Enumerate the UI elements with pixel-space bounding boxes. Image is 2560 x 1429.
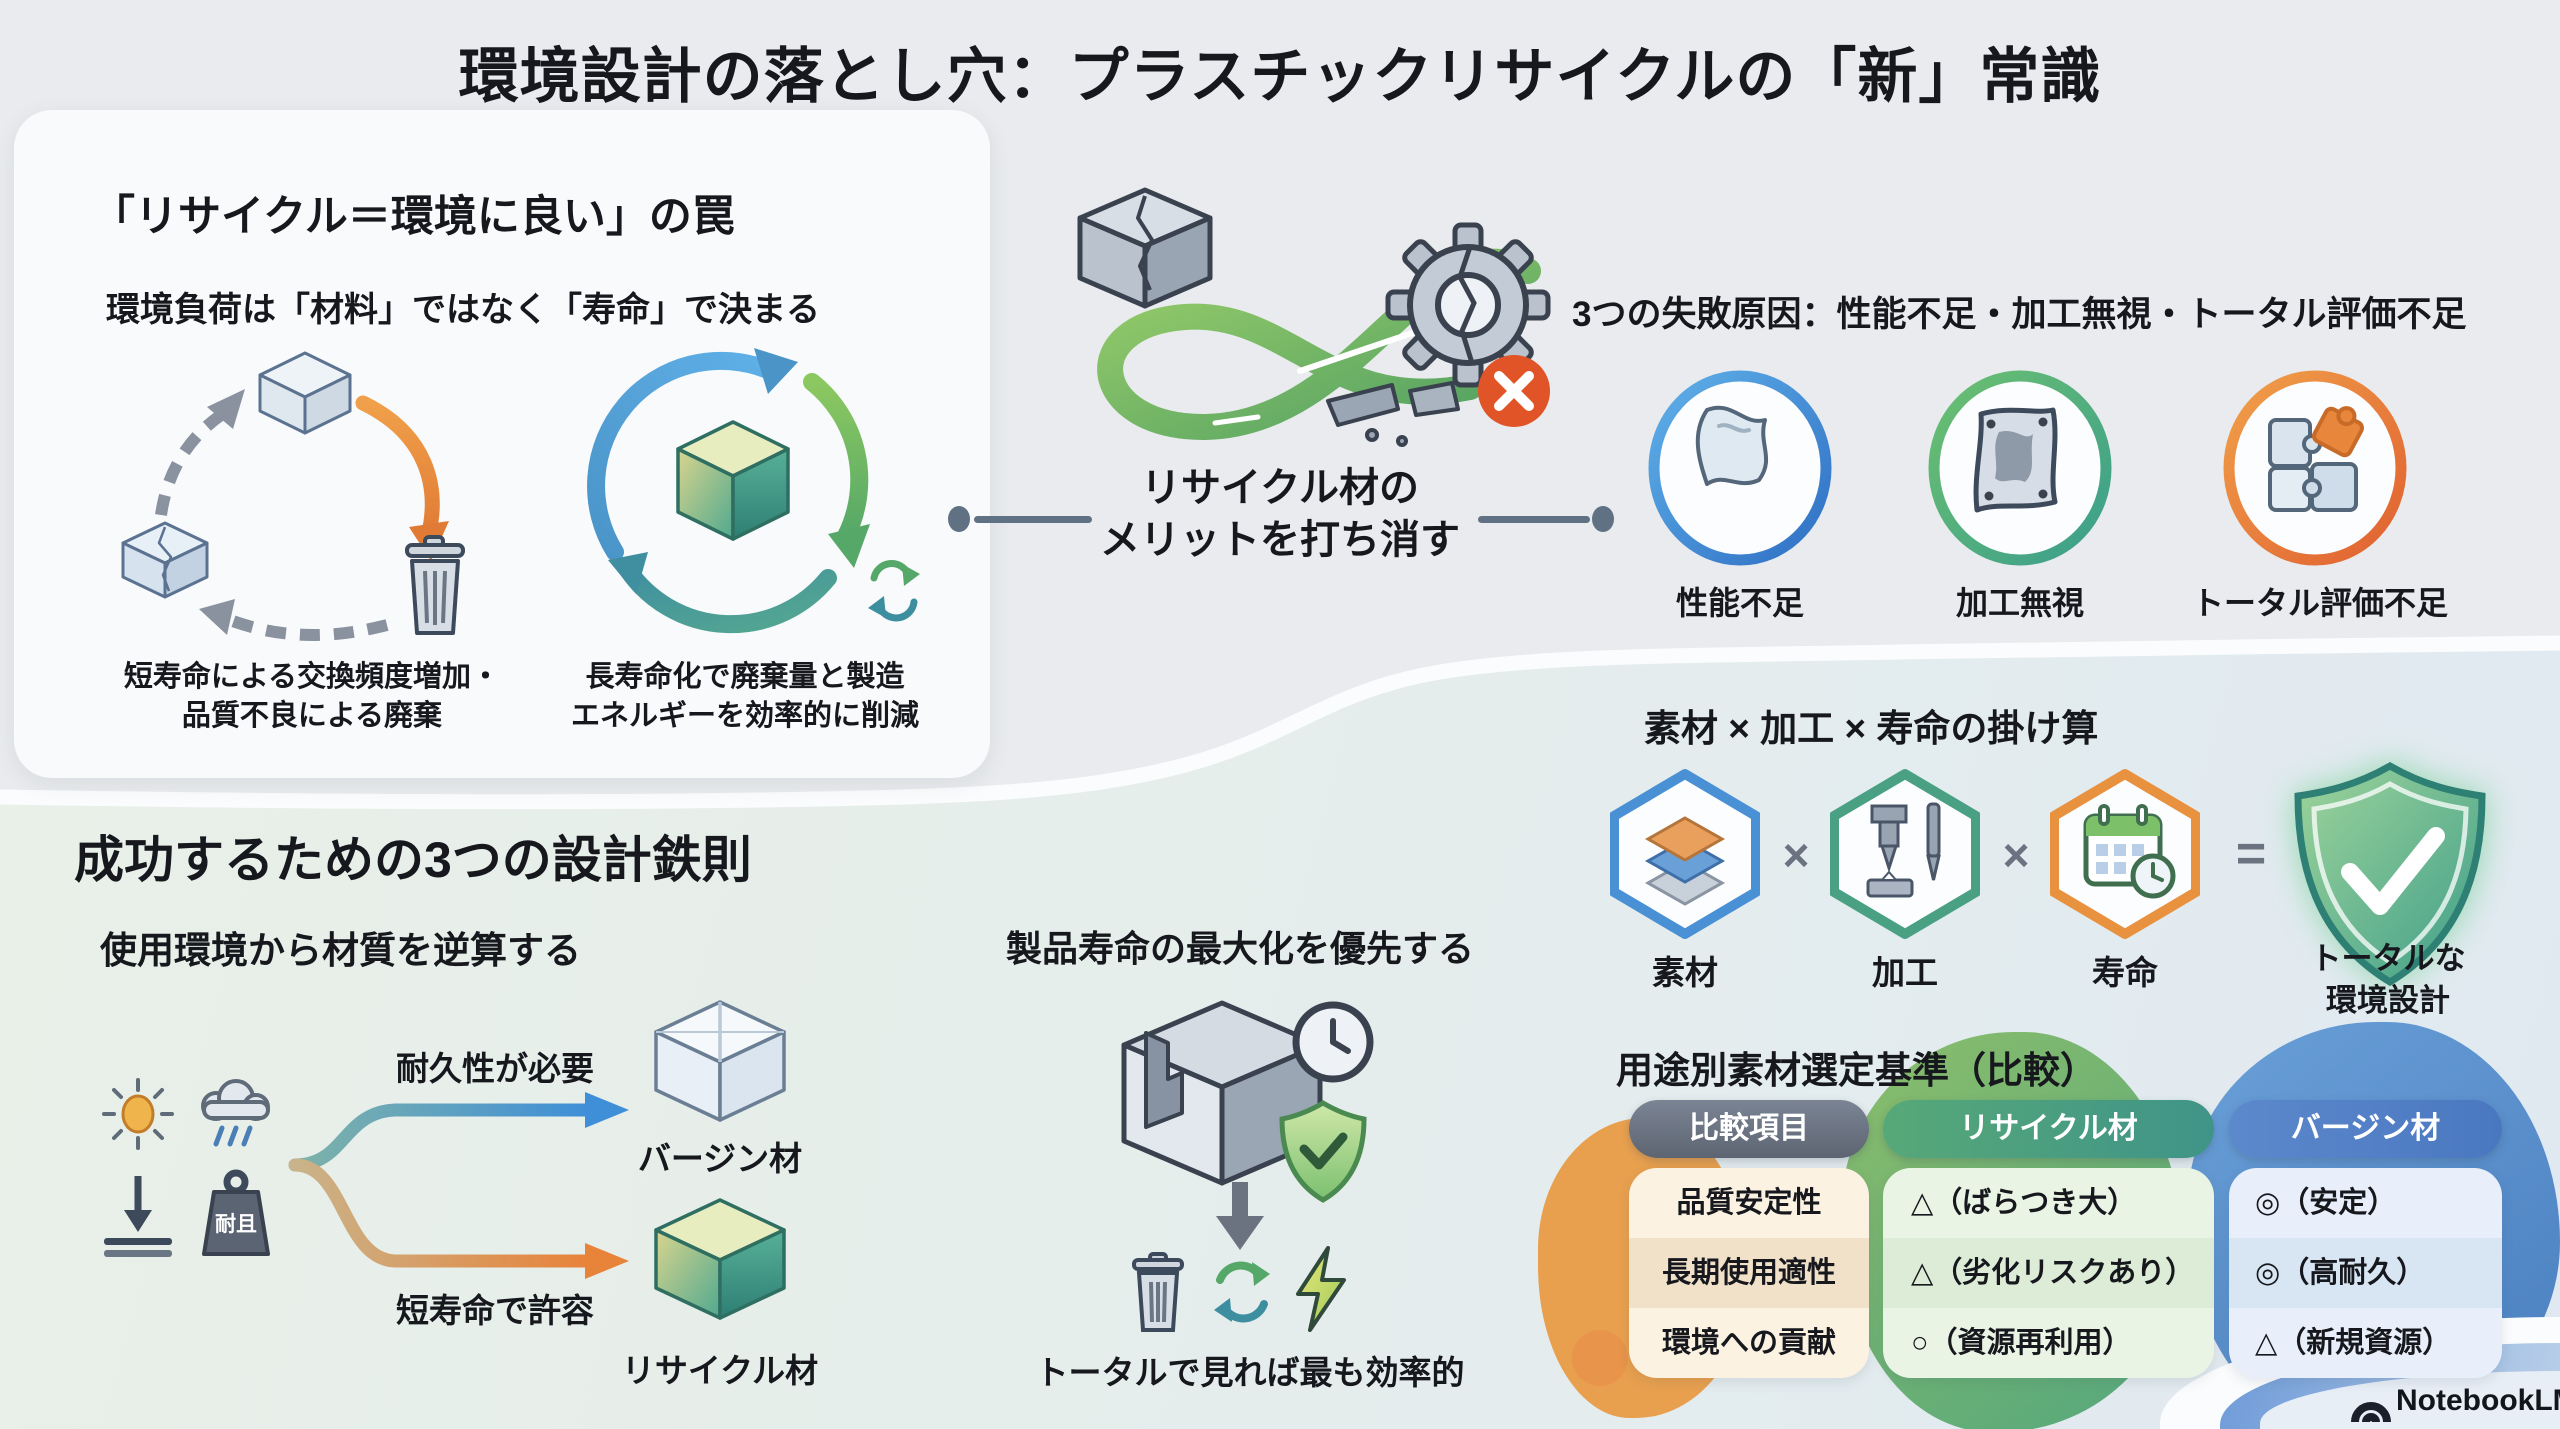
failures-heading: 3つの失敗原因：性能不足・加工無視・トータル評価不足 [1572,295,2467,334]
rule2-caption: トータルで見れば最も効率的 [1035,1354,1465,1391]
orange-dot [1572,1330,1628,1386]
weight-label: 耐且 [215,1213,257,1236]
failure-label-2: 加工無視 [1955,585,2084,621]
rain-cloud-icon [201,1079,270,1147]
down-arrow-icon [1216,1182,1264,1250]
warped-sheet-icon [1648,370,1832,566]
trap-subheading: 環境負荷は「材料」ではなく「寿命」で決まる [106,291,820,329]
failure-label-3: トータル評価不足 [2191,585,2448,621]
calendar-clock-icon [2050,769,2200,939]
row-item-environment: 環境への貢献 [1661,1327,1836,1359]
comparison-recycled-column: △（ばらつき大） △（劣化リスクあり） ○（資源再利用） [1883,1168,2214,1378]
callout-dot-left [948,506,970,532]
comparison-virgin-column: ◎（安定） ◎（高耐久） △（新規資源） [2229,1168,2502,1378]
factor-label-processing: 加工 [1872,954,1938,991]
long-life-loop-icon [587,348,920,634]
sun-icon [102,1078,174,1150]
puzzle-mismatch-icon [2223,370,2407,566]
short-life-caption: 短寿命による交換頻度増加・ 品質不良による廃棄 [123,661,501,733]
layers-icon [1610,769,1760,939]
package-lifespan-icon [1121,1000,1374,1203]
multiply-op-1: × [1782,829,1810,881]
virgin-environment-value: △（新規資源） [2255,1327,2452,1359]
recycled-material-label: リサイクル材 [621,1352,819,1389]
rule1-subheading: 使用環境から材質を逆算する [100,930,581,971]
page-title: 環境設計の落とし穴：プラスチックリサイクルの「新」常識 [458,43,2102,110]
callout-line-left [974,516,1092,523]
factor-label-lifespan: 寿命 [2092,954,2158,991]
branch-bottom-label: 短寿命で許容 [396,1292,594,1329]
result-label: トータルな 環境設計 [2310,941,2466,1018]
trap-heading: 「リサイクル＝環境に良い」の罠 [92,193,735,241]
rule2-subheading: 製品寿命の最大化を優先する [1005,928,1474,969]
branch-arrows [288,1092,629,1279]
factor-label-material: 素材 [1652,954,1718,991]
equals-op: = [2235,825,2267,883]
molded-plate-icon [1928,370,2112,566]
long-life-caption: 長寿命化で廃棄量と製造 エネルギーを効率的に削減 [570,661,919,733]
shield-check-icon [2294,761,2486,987]
row-item-quality: 品質安定性 [1676,1187,1822,1219]
load-arrow-icon [104,1176,172,1257]
recycled-quality-value: △（ばらつき大） [1911,1187,2137,1219]
callout-text: リサイクル材の メリットを打ち消す [1100,466,1460,562]
trap-card [14,110,990,778]
multiply-op-2: × [2002,829,2030,881]
column-header-virgin: バージン材 [2229,1100,2502,1158]
comparison-item-column: 品質安定性 長期使用適性 環境への貢献 [1629,1168,1869,1378]
trash-icon [1132,1252,1184,1332]
broken-recycle-loop-icon [1077,187,1551,447]
column-header-item: 比較項目 [1629,1100,1869,1158]
recycle-icon [1214,1261,1270,1323]
notebooklm-logo-icon [2351,1402,2391,1423]
multiply-heading: 素材 × 加工 × 寿命の掛け算 [1644,708,2099,749]
short-life-cycle-icon [121,351,465,641]
virgin-longterm-value: ◎（高耐久） [2229,1238,2502,1308]
virgin-cube-icon [654,1000,786,1122]
lightning-icon [1296,1246,1346,1332]
failure-label-1: 性能不足 [1675,585,1804,621]
comparison-heading: 用途別素材選定基準（比較） [1616,1050,2097,1091]
callout-dot-right [1592,506,1614,532]
brand-name: NotebookLM [2396,1384,2560,1417]
row-item-longterm: 長期使用適性 [1629,1238,1869,1308]
branch-top-label: 耐久性が必要 [396,1050,594,1087]
recycled-longterm-value: △（劣化リスクあり） [1883,1238,2214,1308]
weight-icon [202,1169,270,1256]
machining-icon [1830,769,1980,939]
callout-line-right [1478,516,1590,523]
principles-heading: 成功するための3つの設計鉄則 [74,832,752,888]
virgin-material-label: バージン材 [637,1140,803,1177]
virgin-quality-value: ◎（安定） [2255,1187,2397,1219]
recycled-environment-value: ○（資源再利用） [1911,1327,2132,1359]
recycled-cube-icon [654,1198,786,1320]
column-header-recycled: リサイクル材 [1883,1100,2214,1158]
